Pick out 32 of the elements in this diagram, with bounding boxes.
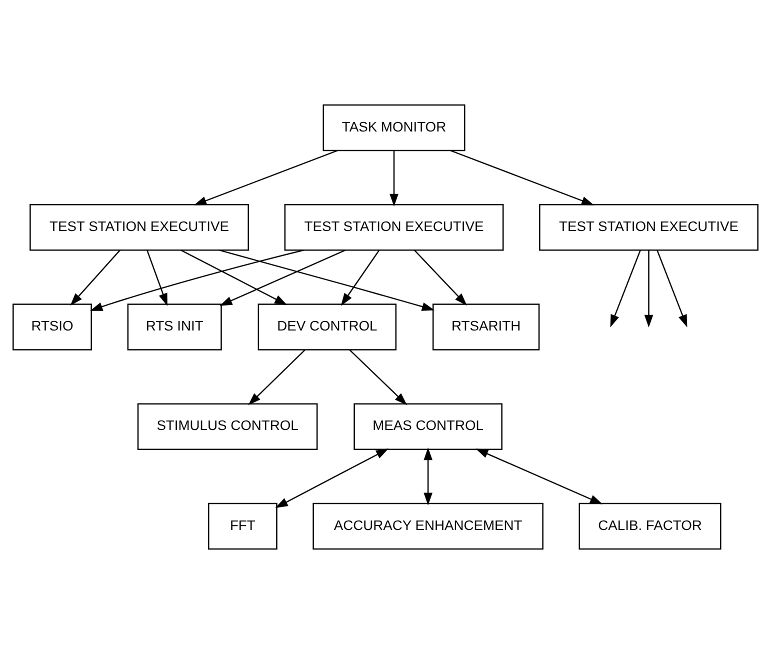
node-box: CALIB. FACTOR bbox=[578, 502, 722, 550]
node-box: FFT bbox=[208, 502, 278, 550]
arrow bbox=[219, 250, 435, 311]
arrow bbox=[340, 250, 380, 306]
node-box: RTSIO bbox=[12, 304, 92, 350]
arrow bbox=[610, 250, 641, 328]
node-box: TEST STATION EXECUTIVE bbox=[539, 204, 758, 251]
arrow bbox=[644, 250, 654, 328]
node-box: ACCURACY ENHANCEMENT bbox=[312, 502, 544, 550]
arrow bbox=[349, 349, 408, 406]
arrow bbox=[656, 250, 688, 328]
arrow bbox=[180, 250, 288, 306]
arrow bbox=[424, 448, 432, 506]
node-box: TEST STATION EXECUTIVE bbox=[30, 204, 249, 251]
node-box: RTSARITH bbox=[432, 304, 540, 350]
arrow bbox=[476, 448, 603, 504]
arrow bbox=[450, 150, 594, 206]
arrow bbox=[390, 150, 398, 207]
node-box: TASK MONITOR bbox=[322, 104, 466, 152]
arrow bbox=[70, 250, 120, 306]
arrow bbox=[194, 150, 338, 206]
arrow bbox=[248, 349, 306, 406]
node-box: RTS INIT bbox=[127, 304, 222, 350]
arrow bbox=[90, 249, 304, 311]
arrow bbox=[146, 250, 168, 306]
node-box: DEV CONTROL bbox=[258, 304, 397, 350]
arrow bbox=[220, 250, 346, 306]
node-box: STIMULUS CONTROL bbox=[137, 403, 318, 450]
node-box: MEAS CONTROL bbox=[354, 403, 502, 450]
arrow bbox=[275, 448, 389, 508]
arrow bbox=[414, 250, 467, 306]
node-box: TEST STATION EXECUTIVE bbox=[284, 204, 504, 251]
